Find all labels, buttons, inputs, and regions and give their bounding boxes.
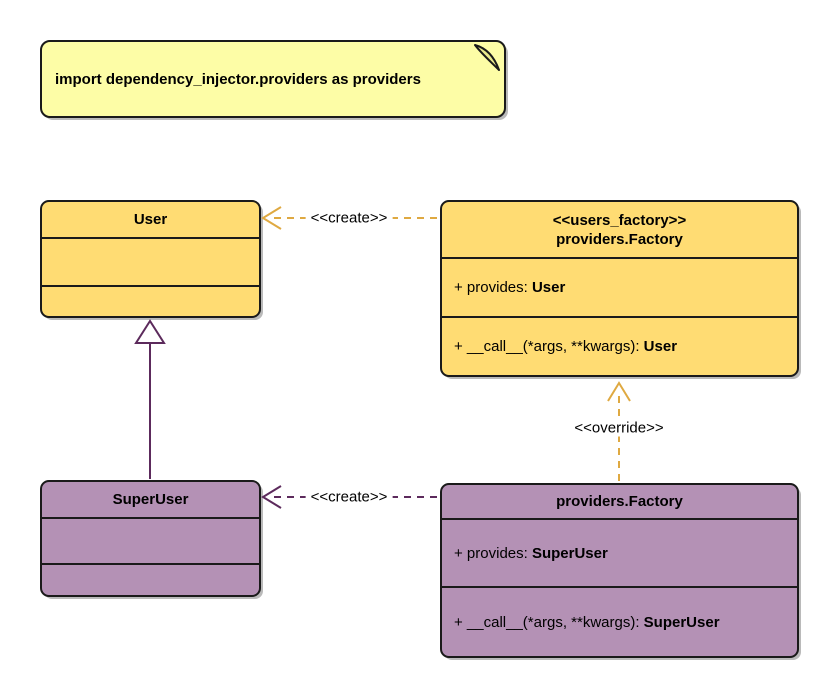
- users-factory-call-member: + __call__(*args, **kwargs): User: [442, 316, 797, 375]
- users-factory-name: providers.Factory: [556, 230, 683, 248]
- create-arrowhead-top-icon: [261, 206, 282, 230]
- superuser-factory-call-member: + __call__(*args, **kwargs): SuperUser: [442, 586, 797, 656]
- users-factory-stereotype: <<users_factory>>: [552, 211, 687, 229]
- member-label: + provides:: [454, 279, 532, 296]
- member-label: + __call__(*args, **kwargs):: [454, 613, 644, 631]
- member-type: User: [643, 338, 678, 355]
- member-type: SuperUser: [531, 544, 608, 562]
- users-factory-provides-member: + provides: User: [442, 257, 797, 316]
- class-user-methods: [42, 285, 259, 316]
- create-arrowhead-bottom-icon: [261, 485, 282, 509]
- create-edge-top-label: <<create>>: [305, 209, 393, 227]
- inheritance-triangle-icon: [134, 319, 166, 344]
- class-users-factory: <<users_factory>> providers.Factory + pr…: [440, 200, 799, 377]
- class-user-title: User: [133, 211, 168, 228]
- note-fold-icon: [474, 44, 500, 71]
- class-superuser-title: SuperUser: [112, 491, 189, 508]
- member-label: + provides:: [454, 544, 532, 562]
- class-superuser: SuperUser: [40, 480, 261, 597]
- import-note-text: import dependency_injector.providers as …: [55, 70, 421, 88]
- import-note: import dependency_injector.providers as …: [40, 40, 506, 118]
- class-user-attributes: [42, 237, 259, 285]
- superuser-factory-provides-member: + provides: SuperUser: [442, 518, 797, 586]
- class-user: User: [40, 200, 261, 318]
- member-type: SuperUser: [643, 613, 720, 631]
- override-edge-label: <<override>>: [569, 419, 669, 437]
- member-type: User: [531, 279, 566, 296]
- member-label: + __call__(*args, **kwargs):: [454, 338, 644, 355]
- class-users-factory-title: <<users_factory>> providers.Factory: [442, 202, 797, 257]
- class-superuser-attributes: [42, 517, 259, 563]
- class-superuser-factory: providers.Factory + provides: SuperUser …: [440, 483, 799, 658]
- class-superuser-methods: [42, 563, 259, 595]
- override-arrowhead-icon: [607, 381, 631, 402]
- class-superuser-factory-title: providers.Factory: [556, 493, 683, 510]
- create-edge-bottom-label: <<create>>: [305, 488, 393, 506]
